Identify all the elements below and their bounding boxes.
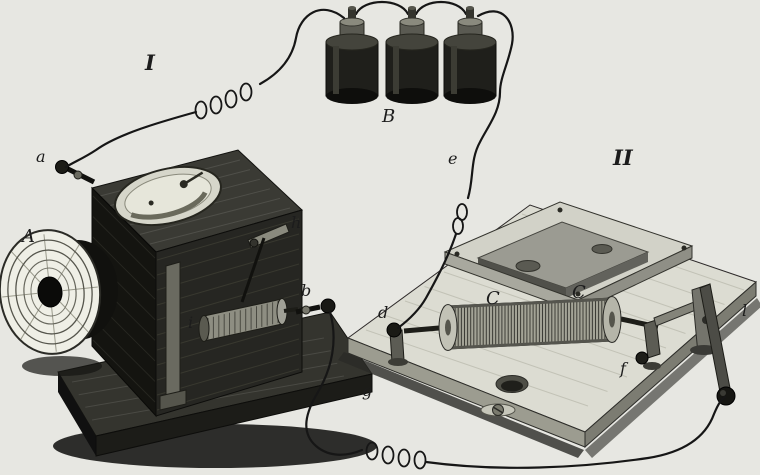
battery-cell — [325, 6, 379, 104]
reference-labels: I B II A a h b e d C C f g i l — [20, 50, 747, 400]
wire-return-left — [305, 310, 364, 456]
board-hole — [495, 375, 529, 393]
bracket-standard-l — [653, 283, 736, 406]
wire-battery-to-a — [258, 8, 346, 86]
adjusting-slot-screw — [480, 403, 516, 417]
label-battery-B: B — [381, 106, 395, 127]
contact-lever-h — [240, 223, 290, 303]
wire-return-right — [424, 395, 727, 469]
adjusting-roller — [198, 298, 299, 342]
label-bracket-l: l — [742, 301, 747, 320]
label-terminal-f: f — [619, 359, 629, 378]
wire-e-lower — [396, 232, 458, 330]
label-horn-A: A — [20, 226, 35, 247]
wire-e-upper — [466, 10, 514, 200]
label-figure-I: I — [144, 50, 156, 75]
binding-post-b — [295, 298, 336, 315]
battery-cell — [443, 6, 497, 104]
circuit-wires — [64, 8, 727, 470]
battery-link-wire — [354, 1, 410, 16]
membrane-opening — [114, 166, 222, 226]
battery-link-wire — [414, 1, 468, 16]
label-post-d: d — [378, 303, 388, 322]
label-terminal-a: a — [36, 147, 46, 166]
battery-cells — [325, 1, 497, 104]
wire-battery-to-a — [64, 110, 198, 169]
horn-radial-lines — [2, 234, 98, 352]
mouthpiece-horn — [0, 229, 118, 376]
label-board-g: g — [362, 381, 372, 400]
binding-post-f — [635, 319, 661, 370]
transmitter-apparatus — [0, 149, 377, 468]
label-support-i: i — [188, 313, 193, 332]
label-coil-C-left: C — [486, 288, 500, 309]
frame-hole — [515, 260, 541, 272]
label-terminal-b: b — [301, 281, 311, 300]
induction-coil — [403, 296, 659, 351]
resonance-frame — [443, 201, 694, 313]
label-wire-e: e — [448, 149, 457, 168]
receiver-apparatus — [338, 201, 760, 458]
label-figure-II: II — [612, 145, 634, 170]
label-coil-C-right: C — [572, 282, 586, 303]
support-strip-i — [159, 261, 187, 411]
binding-post-a — [55, 160, 96, 185]
binding-post-d — [386, 322, 408, 366]
battery-cell — [385, 6, 439, 104]
frame-hole — [591, 244, 613, 254]
label-lever-h: h — [291, 213, 301, 232]
board-shadow — [338, 352, 584, 458]
